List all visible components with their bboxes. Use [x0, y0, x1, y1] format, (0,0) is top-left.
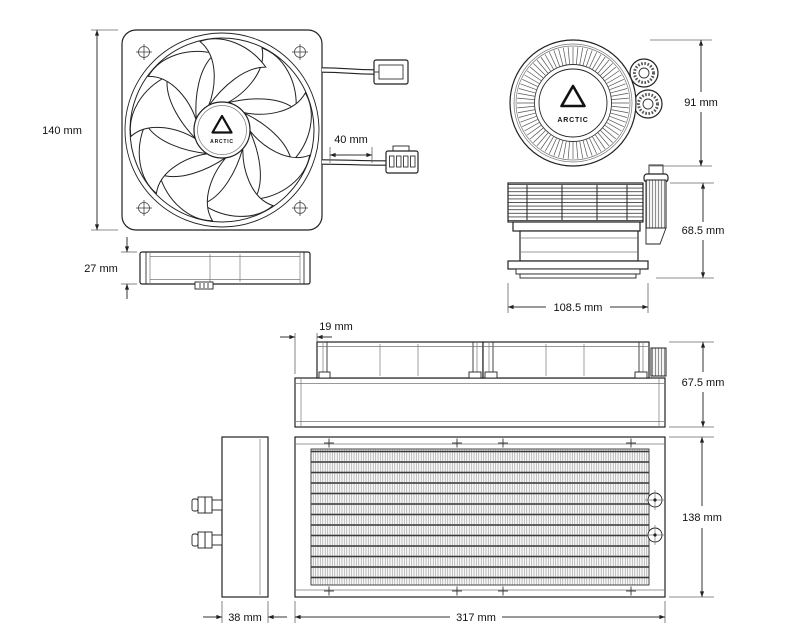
fan-hub-brand-text: ARCTIC [210, 139, 234, 145]
pump-radial-fins [517, 47, 629, 159]
radiator-width-label: 138 mm [682, 512, 722, 524]
dim-fan-inset: 19 mm [280, 321, 353, 374]
dim-pump-width: 108.5 mm [507, 283, 649, 314]
fan-blades [129, 38, 312, 222]
arctic-logo-triangle [560, 84, 586, 108]
dimensions: 140 mm 40 mm 91 mm 27 mm 68 [42, 29, 725, 624]
pump-heatsink-fins [507, 182, 644, 223]
pump-cold-plate [519, 273, 637, 279]
arctic-logo-triangle [211, 114, 233, 134]
dim-pump-diameter: 91 mm [650, 39, 718, 167]
fan-side-view [139, 251, 311, 290]
pump-height-label: 68.5 mm [682, 225, 725, 237]
radiator-fin-area [310, 448, 650, 586]
radiator-side-view [294, 341, 667, 428]
dim-pump-height: 68.5 mm [656, 182, 725, 279]
pump-side-view [507, 164, 669, 279]
radiator-screw-marks [324, 438, 636, 596]
dim-fan-thickness: 27 mm [84, 237, 137, 299]
fan-4pin-connector [385, 145, 419, 174]
side-fan-1 [316, 341, 484, 379]
radiator-length-label: 317 mm [456, 612, 496, 624]
pump-diameter-label: 91 mm [684, 97, 718, 109]
radiator-fitting [650, 347, 667, 377]
pump-side-fittings [643, 164, 669, 245]
tank-width-label: 38 mm [228, 612, 262, 624]
radiator-side-body [294, 377, 666, 428]
hose-barb-2 [191, 531, 223, 549]
radiator-assembly-height-label: 67.5 mm [682, 377, 725, 389]
pump-brand-text: ARCTIC [557, 117, 588, 124]
side-fan-2 [482, 341, 650, 379]
fan-cables [321, 59, 419, 174]
radiator-ports [645, 490, 665, 545]
pump-top-view: ARCTIC [509, 39, 663, 167]
fan-hub: ARCTIC [193, 101, 251, 159]
fan-height-label: 140 mm [42, 125, 82, 137]
pump-power-connector [373, 59, 409, 85]
dim-radiator-assembly-height: 67.5 mm [669, 341, 725, 428]
dim-fan-height: 140 mm [42, 29, 118, 231]
hose-barb-1 [191, 496, 223, 514]
pump-width-label: 108.5 mm [554, 302, 603, 314]
dim-radiator-width: 138 mm [669, 436, 722, 598]
fan-side-connector [194, 281, 214, 290]
dim-cable-length: 40 mm [329, 134, 373, 163]
fan-inset-label: 19 mm [319, 321, 353, 333]
end-tank-view [191, 436, 269, 598]
cable-length-label: 40 mm [334, 134, 368, 146]
fan-screw-holes [136, 44, 308, 216]
pump-hose-fittings-top [629, 58, 663, 119]
dim-tank-width: 38 mm [203, 601, 287, 624]
dim-radiator-length: 317 mm [294, 601, 666, 624]
fan-front-view: ARCTIC [121, 29, 323, 231]
radiator-top-view [294, 436, 666, 598]
fan-thickness-label: 27 mm [84, 263, 118, 275]
